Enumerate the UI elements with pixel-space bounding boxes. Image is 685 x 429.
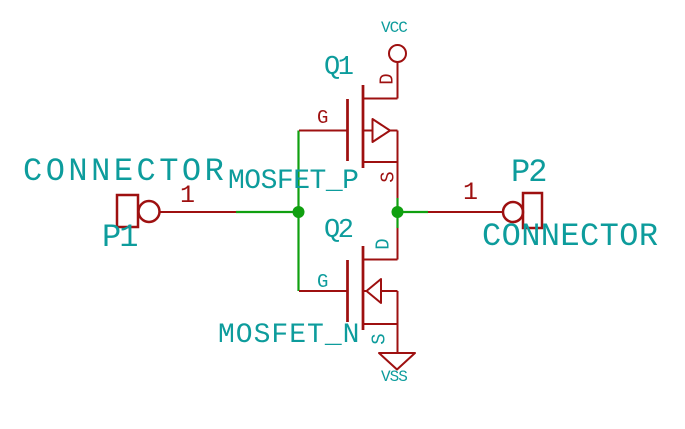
p2-reference-label[interactable]: P2 <box>511 154 547 191</box>
p2-value-label[interactable]: CONNECTOR <box>482 218 659 255</box>
q1-reference-label[interactable]: Q1 <box>324 53 354 83</box>
vcc-net-label: VCC <box>381 19 408 37</box>
q1-pin-label-gate: G <box>317 107 329 129</box>
q1-value-label[interactable]: MOSFET_P <box>228 166 359 197</box>
q1-pin-label-source: S <box>377 171 400 183</box>
q2-pin-label-drain: D <box>372 238 395 250</box>
p1-connector-symbol[interactable] <box>115 193 236 229</box>
junction-dot-right[interactable] <box>391 206 404 218</box>
q2-pin-label-source: S <box>368 333 391 345</box>
p1-reference-label[interactable]: P1 <box>102 219 138 256</box>
p1-pin-number[interactable]: 1 <box>180 181 196 210</box>
p2-pin-number[interactable]: 1 <box>463 178 479 207</box>
q2-value-label[interactable]: MOSFET_N <box>218 320 361 351</box>
q2-mosfet-symbol[interactable] <box>299 228 399 353</box>
q2-pin-label-gate: G <box>317 271 329 293</box>
p1-value-label[interactable]: CONNECTOR <box>23 153 228 190</box>
wire-input-net[interactable] <box>236 130 300 292</box>
junction-dot-left[interactable] <box>292 206 305 218</box>
vss-power-symbol[interactable] <box>378 352 416 371</box>
q1-pin-label-drain: D <box>376 73 399 85</box>
q1-mosfet-symbol[interactable] <box>299 62 399 198</box>
p2-connector-symbol[interactable] <box>428 191 544 230</box>
q2-reference-label[interactable]: Q2 <box>324 216 354 246</box>
vss-net-label: VSS <box>381 368 408 386</box>
